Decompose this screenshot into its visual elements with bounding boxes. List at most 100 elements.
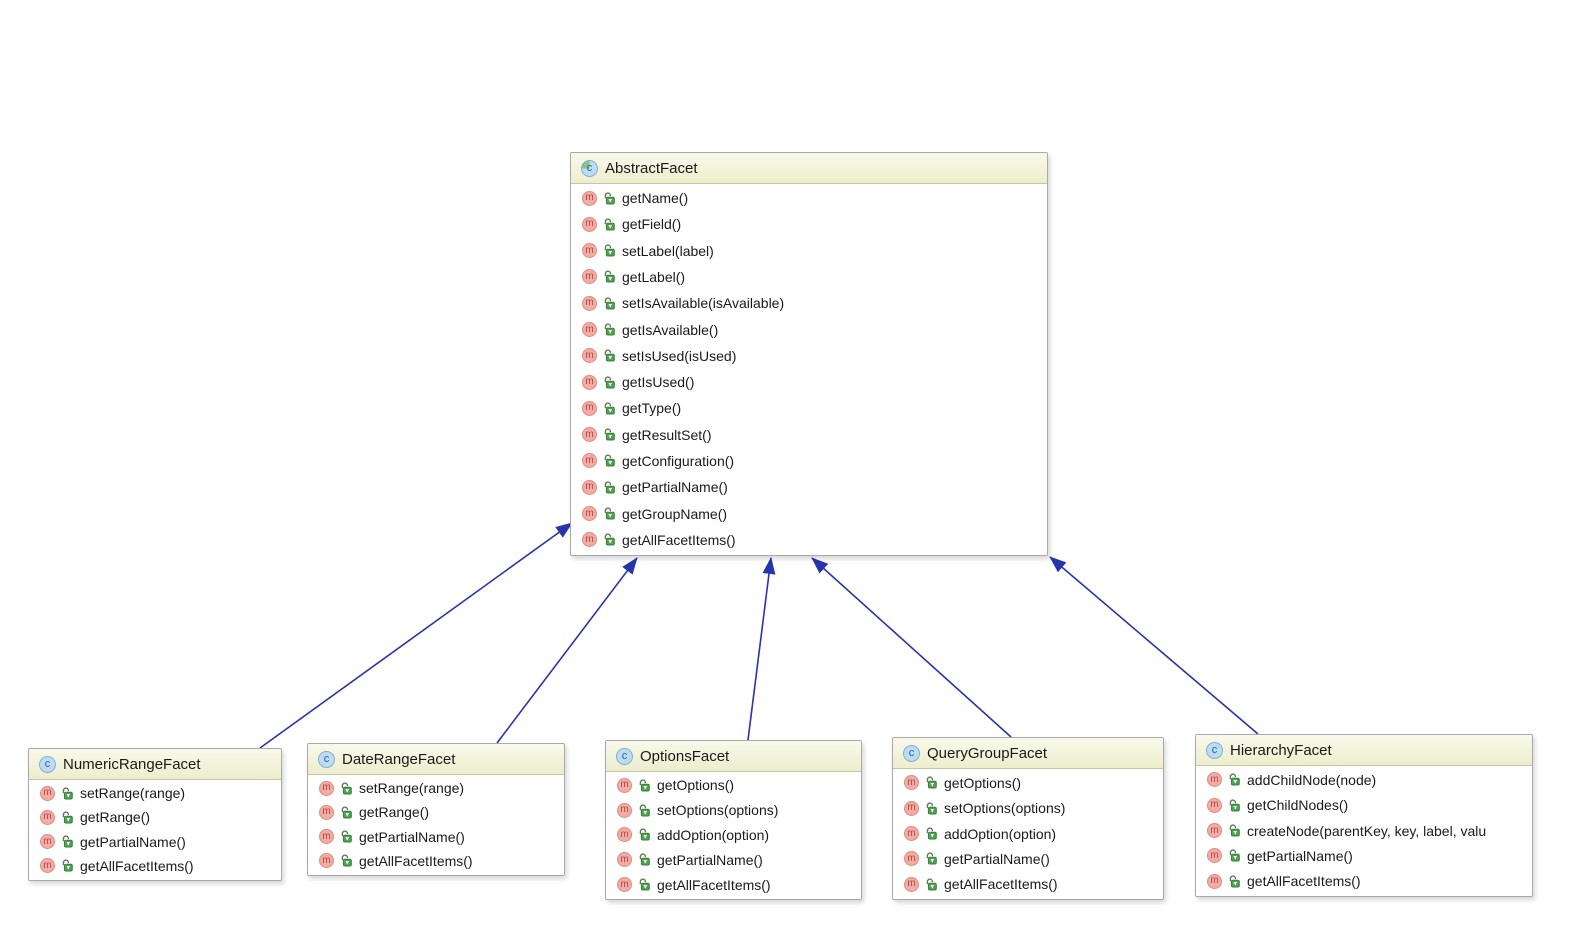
method-label: getAllFacetItems() bbox=[80, 857, 194, 874]
method-label: getConfiguration() bbox=[622, 452, 735, 469]
public-visibility-icon bbox=[604, 454, 615, 467]
method-label: getGroupName() bbox=[622, 505, 728, 522]
method-label: getField() bbox=[622, 216, 682, 233]
class-icon: c bbox=[616, 747, 633, 765]
method-label: getPartialName() bbox=[359, 828, 465, 845]
public-visibility-icon bbox=[604, 244, 615, 257]
method-icon: m bbox=[319, 829, 334, 845]
method-label: setIsAvailable(isAvailable) bbox=[622, 295, 785, 312]
public-visibility-icon bbox=[341, 854, 352, 867]
method-icon: m bbox=[1207, 772, 1222, 788]
method-label: getPartialName() bbox=[944, 850, 1050, 867]
method-label: setRange(range) bbox=[359, 780, 465, 797]
method-row[interactable]: m getConfiguration() bbox=[571, 448, 1047, 474]
method-label: getPartialName() bbox=[80, 833, 186, 850]
method-icon: m bbox=[40, 785, 55, 801]
method-icon: m bbox=[904, 826, 919, 842]
method-label: createNode(parentKey, key, label, valu bbox=[1247, 822, 1487, 839]
class-name: AbstractFacet bbox=[605, 159, 698, 177]
public-visibility-icon bbox=[1229, 799, 1240, 812]
method-label: getAllFacetItems() bbox=[622, 531, 736, 548]
method-icon: m bbox=[1207, 848, 1222, 864]
class-icon: c bbox=[39, 755, 56, 773]
method-label: setIsUsed(isUsed) bbox=[622, 347, 737, 364]
public-visibility-icon bbox=[604, 323, 615, 336]
public-visibility-icon bbox=[639, 828, 650, 841]
method-label: getAllFacetItems() bbox=[359, 852, 473, 869]
method-row[interactable]: m setIsAvailable(isAvailable) bbox=[571, 290, 1047, 316]
method-row[interactable]: m getPartialName() bbox=[308, 825, 564, 849]
method-label: getRange() bbox=[80, 809, 151, 826]
public-visibility-icon bbox=[639, 779, 650, 792]
public-visibility-icon bbox=[639, 853, 650, 866]
method-icon: m bbox=[582, 322, 597, 338]
method-label: getAllFacetItems() bbox=[657, 876, 771, 893]
public-visibility-icon bbox=[604, 402, 615, 415]
method-row[interactable]: m getAllFacetItems() bbox=[571, 527, 1047, 553]
method-icon: m bbox=[582, 295, 597, 311]
method-row[interactable]: m getPartialName() bbox=[893, 846, 1163, 871]
method-label: getOptions() bbox=[944, 774, 1022, 791]
method-icon: m bbox=[617, 852, 632, 868]
public-visibility-icon bbox=[604, 533, 615, 546]
method-icon: m bbox=[617, 827, 632, 843]
method-icon: m bbox=[582, 532, 597, 548]
public-visibility-icon bbox=[926, 878, 937, 891]
method-icon: m bbox=[904, 851, 919, 867]
public-visibility-icon bbox=[604, 270, 615, 283]
method-label: setOptions(options) bbox=[944, 800, 1066, 817]
method-icon: m bbox=[582, 400, 597, 416]
method-icon: m bbox=[582, 427, 597, 443]
method-label: getChildNodes() bbox=[1247, 797, 1349, 814]
method-icon: m bbox=[904, 876, 919, 892]
public-visibility-icon bbox=[62, 835, 73, 848]
method-icon: m bbox=[582, 453, 597, 469]
